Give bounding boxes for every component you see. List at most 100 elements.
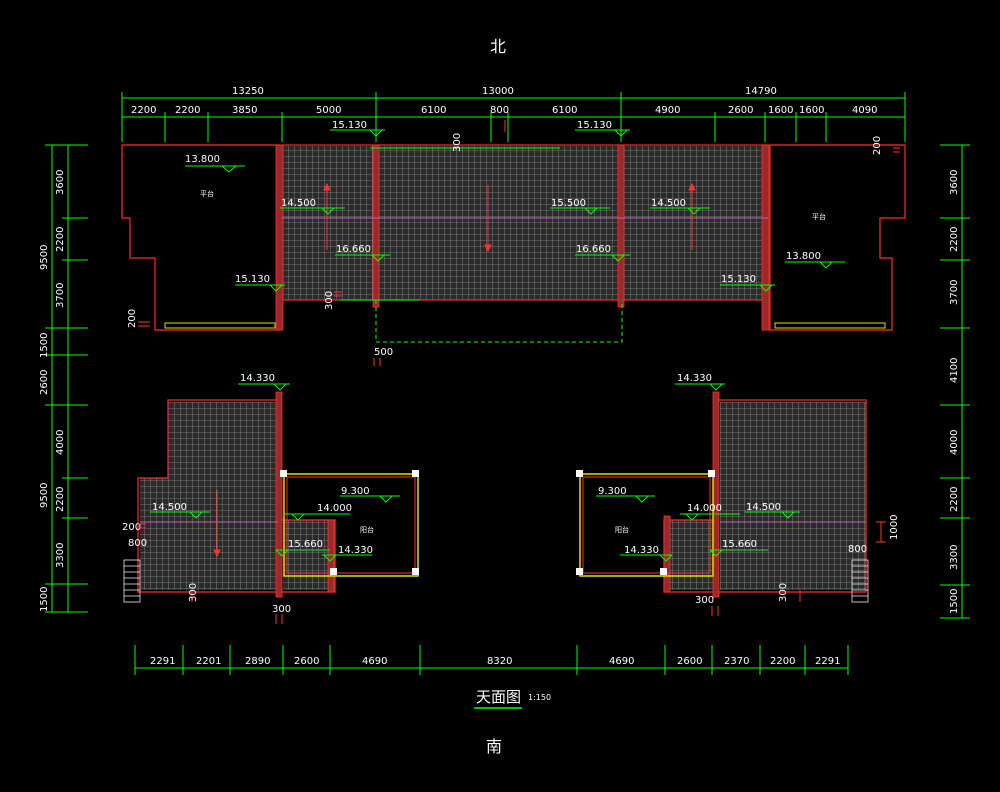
north-roof-block [121, 120, 906, 343]
bottom-dim-9: 2370 [724, 656, 749, 667]
south-west-roof-block [123, 391, 419, 603]
elev-n9: 16.660 [576, 244, 611, 255]
terrace-label-right: 平台 [812, 212, 826, 221]
elev-s1: 14.330 [240, 373, 275, 384]
bottom-dim-2: 2201 [196, 656, 221, 667]
right-dim-5: 4000 [949, 430, 960, 455]
north-label: 北 [490, 37, 506, 56]
south-elevation-marks: 14.330 14.500 9.300 14.000 15.660 14.330… [150, 373, 800, 562]
elev-n11: 15.130 [721, 274, 756, 285]
elev-n6: 15.500 [551, 198, 586, 209]
top-detail-8: 4900 [655, 105, 680, 116]
south-east-roof-block [576, 391, 886, 603]
dim-300-se: 300 [778, 583, 789, 602]
dim-300-sw-wall: 300 [272, 604, 291, 615]
left-detail-3: 3700 [55, 283, 66, 308]
dim-300-top: 300 [452, 133, 463, 152]
south-small-dims: 200 800 800 300 300 1000 300 300 [122, 515, 900, 624]
dim-800-sw: 800 [128, 538, 147, 549]
title-scale: 1:150 [528, 693, 551, 702]
elev-n7: 15.130 [577, 120, 612, 131]
elev-s11: 15.660 [722, 539, 757, 550]
left-dimension-chain: 9500 1500 2600 9500 1500 3600 2200 3700 … [39, 144, 88, 613]
left-detail-5: 2200 [55, 487, 66, 512]
top-overall-3: 14790 [745, 86, 777, 97]
top-detail-10: 1600 [768, 105, 793, 116]
elev-s5: 15.660 [288, 539, 323, 550]
right-dim-8: 1500 [949, 589, 960, 614]
bottom-dim-3: 2890 [245, 656, 270, 667]
elev-n8: 14.500 [651, 198, 686, 209]
top-dimension-chain: 13250 13000 14790 2200 2200 3850 5000 61… [121, 86, 906, 142]
elev-s2: 14.500 [152, 502, 187, 513]
elev-s10: 14.500 [746, 502, 781, 513]
left-overall-1: 9500 [39, 245, 50, 270]
south-label: 南 [486, 737, 502, 756]
title-main: 天面图 [476, 688, 521, 706]
elev-n4: 16.660 [336, 244, 371, 255]
elev-s9: 14.000 [687, 503, 722, 514]
left-overall-5: 1500 [39, 587, 50, 612]
left-detail-2: 2200 [55, 227, 66, 252]
dim-200-sw: 200 [122, 522, 141, 533]
elev-n10: 13.800 [786, 251, 821, 262]
elev-s12: 14.330 [624, 545, 659, 556]
north-elevation-marks: 13.800 15.130 14.500 16.660 15.130 15.50… [185, 120, 845, 292]
dim-500: 500 [374, 347, 393, 358]
elev-n5: 15.130 [235, 274, 270, 285]
right-dim-7: 3300 [949, 545, 960, 570]
top-detail-5: 6100 [421, 105, 446, 116]
right-dim-2: 2200 [949, 227, 960, 252]
north-small-dims: 200 200 300 300 500 [127, 133, 900, 366]
top-detail-12: 4090 [852, 105, 877, 116]
top-detail-1: 2200 [131, 105, 156, 116]
elev-s8: 9.300 [598, 486, 627, 497]
dim-300-sw: 300 [188, 583, 199, 602]
top-detail-3: 3850 [232, 105, 257, 116]
bottom-dim-4: 2600 [294, 656, 319, 667]
left-detail-6: 3300 [55, 543, 66, 568]
elev-s4: 14.000 [317, 503, 352, 514]
terrace-label-left: 平台 [200, 189, 214, 198]
bottom-dim-5: 4690 [362, 656, 387, 667]
bottom-dim-1: 2291 [150, 656, 175, 667]
right-dim-3: 3700 [949, 280, 960, 305]
left-detail-1: 3600 [55, 170, 66, 195]
bottom-dim-11: 2291 [815, 656, 840, 667]
bottom-dimension-chain: 2291 2201 2890 2600 4690 8320 4690 2600 … [134, 645, 849, 675]
top-overall-1: 13250 [232, 86, 264, 97]
dim-200-right: 200 [872, 136, 883, 155]
bottom-dim-7: 4690 [609, 656, 634, 667]
top-detail-6: 800 [490, 105, 509, 116]
elev-n3: 14.500 [281, 198, 316, 209]
drawing-title: 天面图 1:150 [474, 688, 551, 709]
bottom-dim-8: 2600 [677, 656, 702, 667]
balcony-label-right: 阳台 [615, 525, 629, 534]
left-overall-4: 9500 [39, 483, 50, 508]
right-dimension-chain: 3600 2200 3700 4100 4000 2200 3300 1500 [940, 144, 970, 619]
left-detail-4: 4000 [55, 430, 66, 455]
left-overall-3: 2600 [39, 370, 50, 395]
top-detail-7: 6100 [552, 105, 577, 116]
elev-n2: 15.130 [332, 120, 367, 131]
top-detail-9: 2600 [728, 105, 753, 116]
right-dim-6: 2200 [949, 487, 960, 512]
bottom-dim-6: 8320 [487, 656, 512, 667]
bottom-dim-10: 2200 [770, 656, 795, 667]
top-detail-2: 2200 [175, 105, 200, 116]
right-dim-1: 3600 [949, 170, 960, 195]
elev-s3: 9.300 [341, 486, 370, 497]
left-overall-2: 1500 [39, 333, 50, 358]
right-dim-4: 4100 [949, 358, 960, 383]
elev-s7: 14.330 [677, 373, 712, 384]
top-overall-2: 13000 [482, 86, 514, 97]
dim-200-left: 200 [127, 309, 138, 328]
elev-s6: 14.330 [338, 545, 373, 556]
elev-n1: 13.800 [185, 154, 220, 165]
dim-800-se: 800 [848, 544, 867, 555]
top-detail-11: 1600 [799, 105, 824, 116]
dim-300-mid: 300 [324, 291, 335, 310]
top-detail-4: 5000 [316, 105, 341, 116]
dim-1000: 1000 [889, 515, 900, 540]
